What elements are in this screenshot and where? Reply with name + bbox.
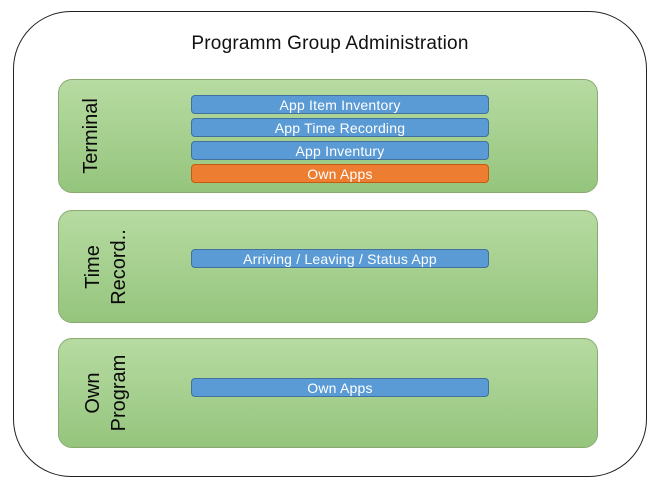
own-apps-program-bar: Own Apps	[191, 378, 489, 397]
diagram-title: Programm Group Administration	[191, 33, 469, 54]
group-own-program-label: Own Program	[82, 354, 130, 432]
group-own-program-apps: Own Apps	[191, 378, 489, 397]
group-own-program: Own Program Own Apps	[58, 338, 598, 448]
app-item-inventory-bar: App Item Inventory	[191, 95, 489, 114]
group-time-record-label: Time Record..	[82, 228, 130, 305]
group-terminal: Terminal App Item Inventory App Time Rec…	[58, 79, 598, 193]
group-terminal-apps: App Item Inventory App Time Recording Ap…	[191, 95, 489, 183]
group-time-record-apps: Arriving / Leaving / Status App	[191, 249, 489, 268]
app-inventury-bar: App Inventury	[191, 141, 489, 160]
group-terminal-label: Terminal	[80, 98, 102, 174]
group-time-record: Time Record.. Arriving / Leaving / Statu…	[58, 210, 598, 323]
arriving-leaving-status-app-bar: Arriving / Leaving / Status App	[191, 249, 489, 268]
app-time-recording-bar: App Time Recording	[191, 118, 489, 137]
own-apps-terminal-bar: Own Apps	[191, 164, 489, 183]
